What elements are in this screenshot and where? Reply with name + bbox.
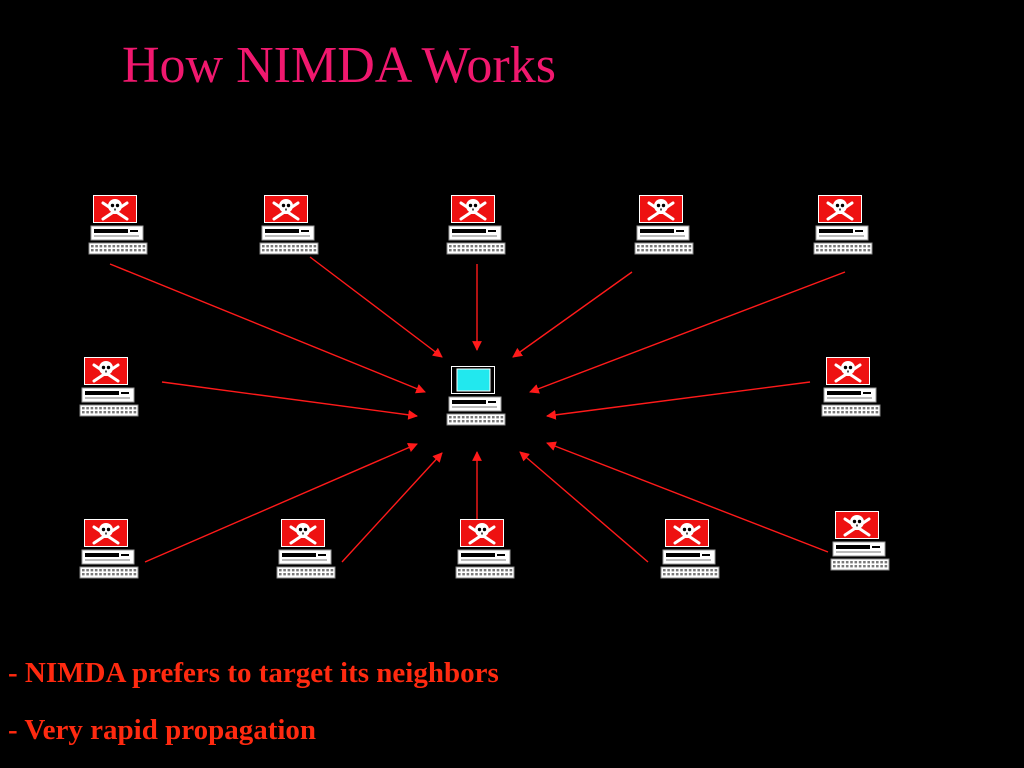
bullet-item: - Very rapid propagation — [8, 714, 317, 746]
skull-crossbones-computer-icon — [660, 519, 720, 579]
infection-arrow — [519, 451, 649, 563]
page-title: How NIMDA Works — [122, 37, 556, 94]
clean-computer-icon — [446, 366, 506, 426]
skull-crossbones-computer-icon — [79, 519, 139, 579]
infection-arrow — [144, 443, 418, 563]
infection-arrow — [109, 263, 426, 394]
infection-arrow — [529, 271, 846, 394]
skull-crossbones-computer-icon — [446, 195, 506, 255]
skull-crossbones-computer-icon — [276, 519, 336, 579]
skull-crossbones-computer-icon — [821, 357, 881, 417]
bullet-list: - NIMDA prefers to target its neighbors … — [8, 650, 499, 764]
skull-crossbones-computer-icon — [88, 195, 148, 255]
infection-arrow — [546, 441, 829, 553]
infection-arrow — [546, 381, 811, 420]
infection-arrows — [109, 256, 846, 563]
infection-arrow — [341, 452, 443, 563]
infection-arrow — [512, 271, 633, 358]
skull-crossbones-computer-icon — [79, 357, 139, 417]
skull-crossbones-computer-icon — [813, 195, 873, 255]
skull-crossbones-computer-icon — [830, 511, 890, 571]
computer-nodes — [79, 195, 890, 579]
skull-crossbones-computer-icon — [455, 519, 515, 579]
bullet-item: - NIMDA prefers to target its neighbors — [8, 657, 499, 689]
skull-crossbones-computer-icon — [259, 195, 319, 255]
skull-crossbones-computer-icon — [634, 195, 694, 255]
infection-arrow — [309, 256, 443, 358]
infection-arrow — [161, 381, 418, 420]
